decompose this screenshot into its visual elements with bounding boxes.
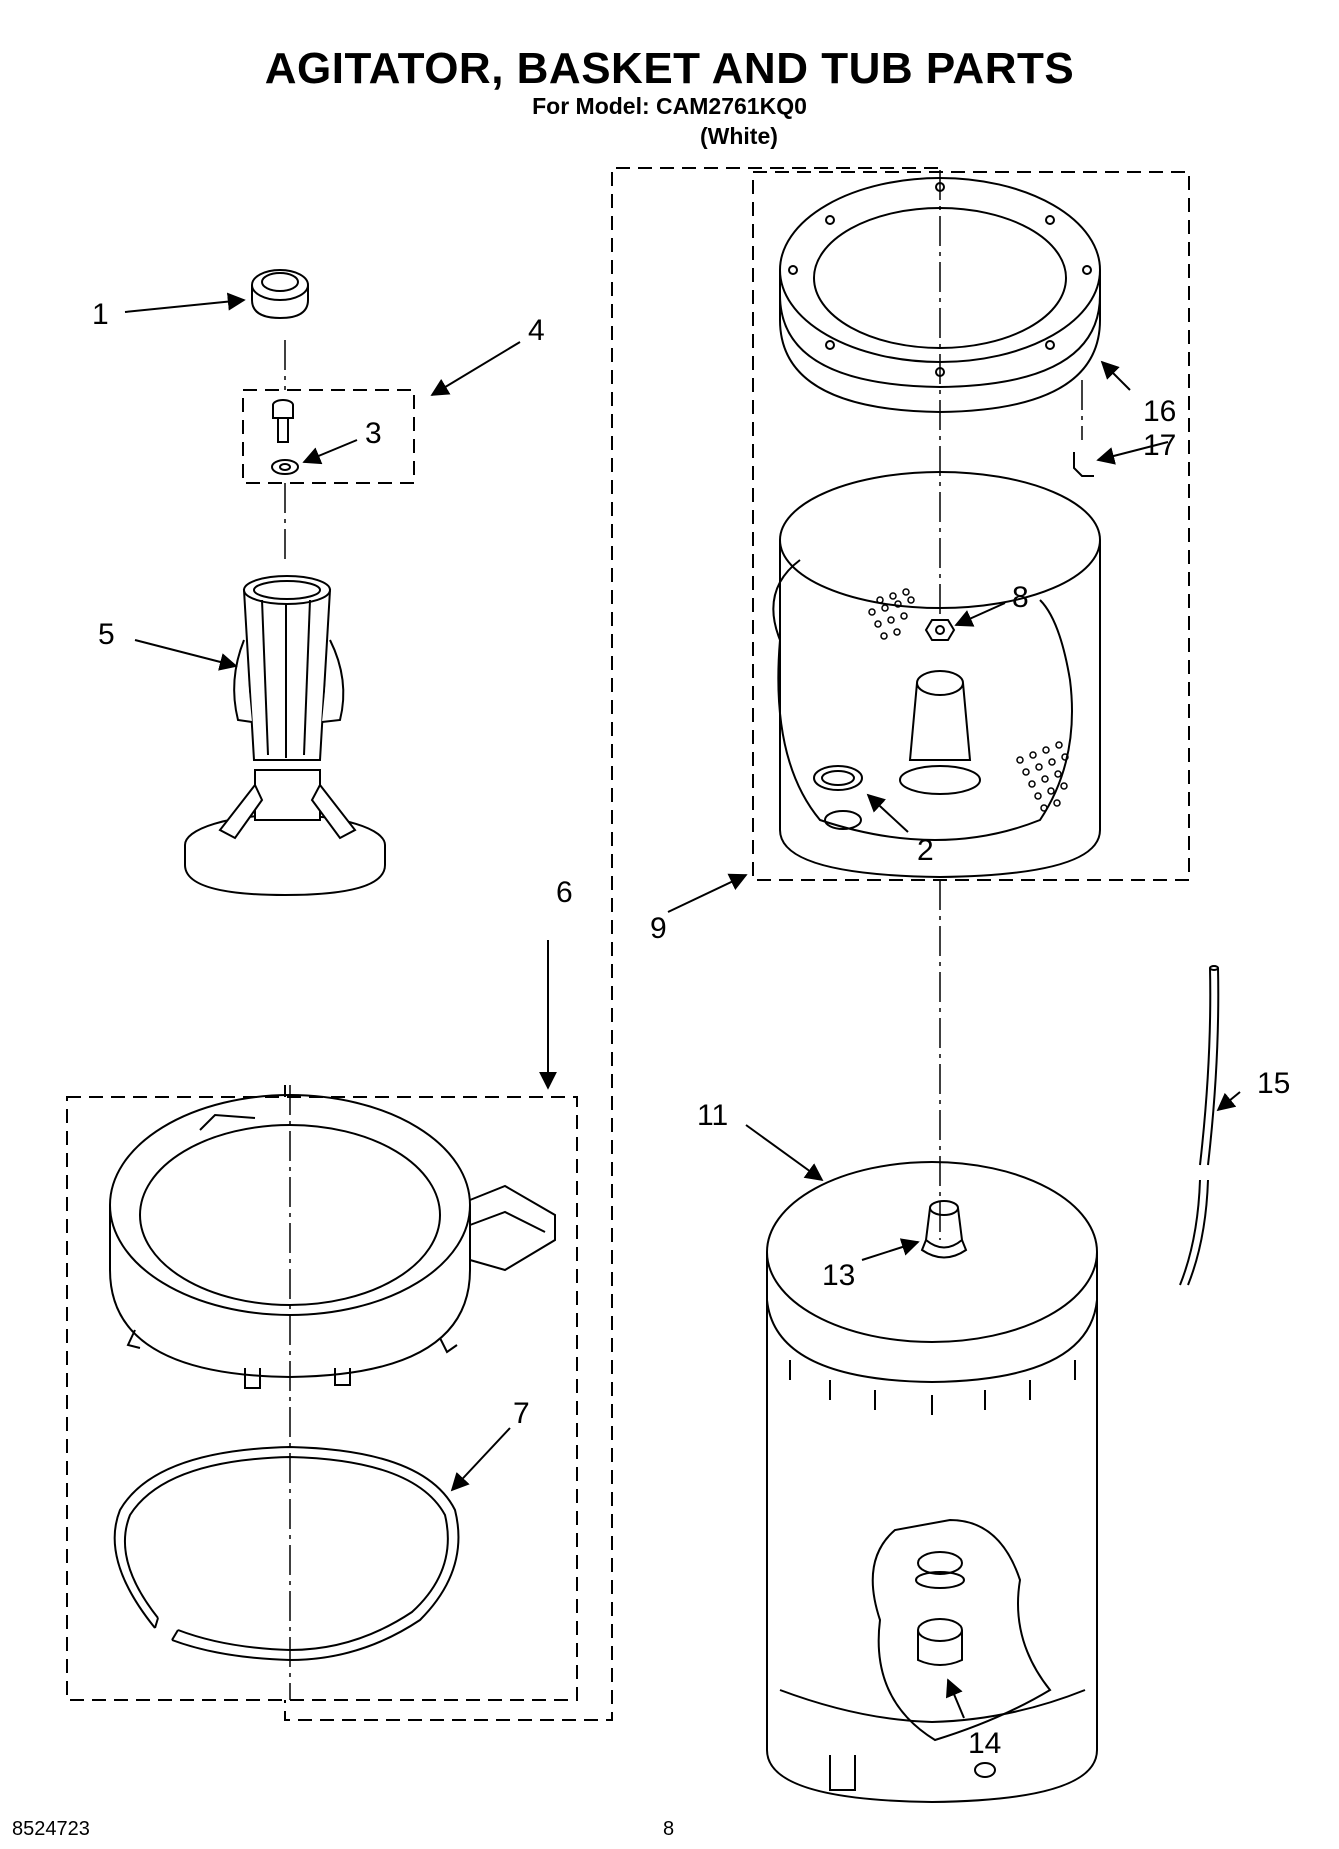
clip-part: [1073, 452, 1094, 477]
page-number: 8: [663, 1818, 675, 1840]
callout-6: 6: [556, 876, 573, 909]
callout-3: 3: [365, 417, 382, 450]
callout-13: 13: [822, 1259, 855, 1292]
basket-perforations: [868, 588, 1069, 812]
leader-16: [1100, 360, 1131, 391]
leader-7: [450, 1427, 511, 1492]
callout-16: 16: [1143, 395, 1176, 428]
model-color: (White): [700, 123, 778, 149]
callout-9: 9: [650, 912, 667, 945]
hose-part: [1179, 965, 1220, 1286]
leader-3: [302, 439, 358, 465]
assembly-connector: [284, 167, 938, 1721]
outer-tub-part: [766, 1161, 1098, 1804]
leader-17: [1096, 441, 1169, 465]
leader-1: [124, 292, 246, 313]
tub-cover-part: [109, 1094, 556, 1389]
tub-seal-ring-part: [113, 1445, 460, 1662]
leader-14: [945, 1678, 965, 1719]
callout-15: 15: [1257, 1067, 1290, 1100]
leader-8: [954, 602, 1006, 627]
agitator-cap-part: [251, 269, 309, 320]
leader-11: [745, 1124, 824, 1182]
leader-2: [866, 793, 909, 833]
callout-17: 17: [1143, 429, 1176, 462]
callout-11: 11: [697, 1099, 728, 1132]
callout-4: 4: [528, 314, 545, 347]
leader-15: [1216, 1091, 1241, 1112]
model-number: For Model: CAM2761KQ0: [532, 93, 807, 119]
agitator-bolt-part: [271, 399, 299, 475]
bearing-part: [920, 1200, 968, 1259]
callout-14: 14: [968, 1727, 1001, 1760]
callout-8: 8: [1012, 581, 1029, 614]
callout-7: 7: [513, 1397, 530, 1430]
doc-number: 8524723: [12, 1818, 90, 1840]
tub-ring-part: [779, 177, 1101, 414]
callout-1: 1: [92, 298, 109, 331]
leader-13: [861, 1238, 920, 1261]
group-box-4: [242, 389, 415, 484]
group-box-9: [752, 171, 1190, 881]
callout-2: 2: [917, 834, 934, 867]
page-title: AGITATOR, BASKET AND TUB PARTS: [264, 44, 1075, 93]
leader-9: [667, 873, 748, 913]
leader-5: [134, 639, 238, 671]
agitator-part: [184, 575, 386, 897]
leader-4: [430, 341, 521, 396]
basket-part: [772, 471, 1101, 879]
callout-5: 5: [98, 618, 115, 651]
